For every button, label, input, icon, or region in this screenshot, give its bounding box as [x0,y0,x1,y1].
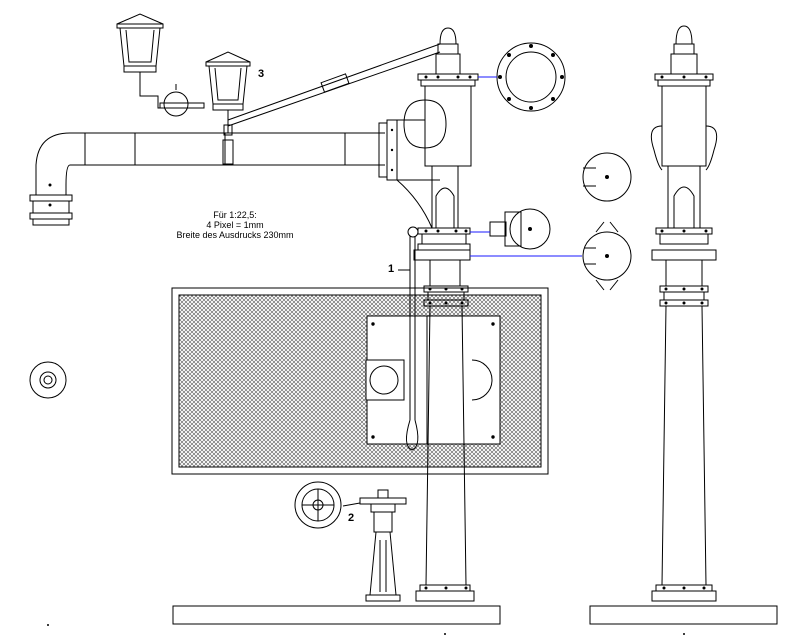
crane-column-front [650,25,718,602]
crane-column-side [390,27,479,602]
lantern-icon [205,51,251,165]
valve-wheel-icon [294,481,342,529]
scale-note-line: Für 1:22,5: [213,210,257,220]
lantern-icon [116,13,205,117]
scale-note-line: 4 Pixel = 1mm [206,220,264,230]
base-plates [47,605,778,635]
tie-rod [227,43,441,127]
callout-1: 1 [388,263,395,275]
flange-icon [29,361,67,399]
flange-icon [496,42,566,112]
callout-2: 2 [348,512,355,524]
valve-stand [359,489,407,602]
clamp-detail [489,152,632,291]
pull-lever [406,226,419,451]
callout-leader [342,502,361,507]
crane-arm [29,119,398,226]
scale-note-line: Breite des Ausdrucks 230mm [176,230,294,240]
hatched-panel [171,287,549,475]
scale-note: Für 1:22,5: 4 Pixel = 1mm Breite des Aus… [160,210,310,240]
leader-lines [470,76,582,257]
callout-3: 3 [258,68,265,80]
